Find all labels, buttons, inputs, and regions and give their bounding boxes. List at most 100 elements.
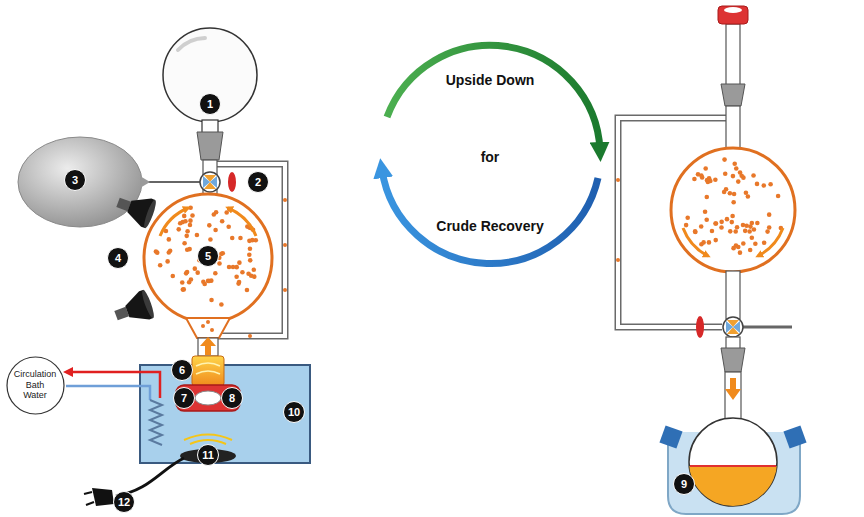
vapor-dot xyxy=(719,220,724,225)
vapor-dot xyxy=(184,271,189,276)
vapor-dots xyxy=(684,157,783,255)
valve-port xyxy=(210,176,217,188)
flow-arrow xyxy=(683,228,708,256)
vapor-dot xyxy=(187,247,192,252)
stir-wave xyxy=(184,435,232,441)
vapor-dot xyxy=(725,217,730,222)
balloon-nozzle xyxy=(140,176,150,188)
vapor-dot xyxy=(722,190,727,195)
vapor-dot xyxy=(693,229,698,234)
down-arrow xyxy=(725,378,741,400)
vapor-dot xyxy=(220,219,225,224)
lower-tube xyxy=(726,337,740,349)
vapor-dot xyxy=(747,229,752,234)
vapor-dot xyxy=(703,209,708,214)
process-label: for xyxy=(481,149,500,165)
vapor-dot xyxy=(746,194,751,199)
bypass-droplets xyxy=(616,178,620,262)
vapor-dot xyxy=(739,173,744,178)
cap-septum xyxy=(195,391,221,405)
vapor-dot xyxy=(731,174,736,179)
callout-number: 8 xyxy=(221,387,243,409)
vapor-dot xyxy=(710,229,715,234)
balloon xyxy=(18,137,142,227)
callout-number: 1 xyxy=(199,93,221,115)
cycle-arrow xyxy=(382,170,598,264)
callout-number: 11 xyxy=(197,444,219,466)
vapor-dot xyxy=(750,235,755,240)
vapor-dot xyxy=(231,265,236,270)
vapor-dot xyxy=(753,241,758,246)
vapor-dot xyxy=(734,166,739,171)
vapor-dot xyxy=(209,298,214,303)
vapor-dot xyxy=(685,216,690,221)
vapor-dot xyxy=(195,270,200,275)
vapor-dot xyxy=(696,172,701,177)
vapor-dot xyxy=(722,157,727,162)
vapor-dot xyxy=(165,259,170,264)
water-bath xyxy=(140,365,310,463)
vapor-dot xyxy=(188,218,193,223)
circle-outline xyxy=(7,357,64,414)
stopcock-handle xyxy=(696,316,704,338)
callout-number: 6 xyxy=(171,359,193,381)
vapor-dot xyxy=(183,219,188,224)
lower-tube xyxy=(726,271,740,319)
vapor-dot xyxy=(226,225,231,230)
vapor-dot xyxy=(776,194,781,199)
vapor-dot xyxy=(237,260,242,265)
vapor-dot xyxy=(704,218,709,223)
heat-waves xyxy=(196,363,220,374)
callout-number: 9 xyxy=(673,473,695,495)
vapor-dot xyxy=(213,271,218,276)
vapor-dot xyxy=(237,280,242,285)
chamber-funnel xyxy=(186,318,230,338)
vapor-dot xyxy=(170,274,175,279)
vapor-dot xyxy=(188,205,193,210)
vapor-dot xyxy=(214,210,219,215)
vapor-dot xyxy=(219,302,224,307)
vapor-dot xyxy=(732,192,737,197)
vapor-dot xyxy=(703,166,708,171)
vapor-dot xyxy=(193,266,198,271)
vapor-dot xyxy=(699,224,704,229)
vapor-dot xyxy=(761,183,766,188)
droplet xyxy=(201,324,205,328)
vapor-dot xyxy=(230,236,235,241)
lamp-face xyxy=(142,199,158,229)
power-plug xyxy=(92,488,114,506)
vapor-dot xyxy=(693,230,698,235)
vapor-dot xyxy=(195,233,200,238)
valve-port xyxy=(726,321,733,333)
vapor-dot xyxy=(713,177,718,182)
vapor-dot xyxy=(730,214,735,219)
cap-septum xyxy=(724,7,742,13)
node-text: Circulation Bath Water xyxy=(14,369,57,400)
valve-port xyxy=(733,321,740,333)
callout-number: 12 xyxy=(113,491,135,513)
vapor-dot xyxy=(731,200,736,205)
vapor-dot xyxy=(731,246,736,251)
vapor-dot xyxy=(213,228,218,233)
droplet xyxy=(283,198,287,202)
vapor-dot xyxy=(768,182,773,187)
vapor-dots xyxy=(154,205,258,306)
upper-tube xyxy=(726,106,740,150)
vapor-dot xyxy=(736,245,741,250)
vapor-dot xyxy=(240,270,245,275)
ground-joint xyxy=(721,84,745,106)
vapor-dot xyxy=(247,252,252,257)
callout-number: 2 xyxy=(247,171,269,193)
vapor-dot xyxy=(158,263,163,268)
vapor-dot xyxy=(719,225,724,230)
vapor-dot xyxy=(755,182,760,187)
side-arm xyxy=(742,326,792,329)
vapor-dot xyxy=(755,221,760,226)
vapor-dot xyxy=(701,240,706,245)
ice-block xyxy=(783,425,806,448)
vapor-dot xyxy=(208,237,213,242)
receiving-flask xyxy=(163,28,257,122)
vapor-dot xyxy=(738,250,743,255)
vapor-dot xyxy=(246,271,251,276)
vapor-dot xyxy=(176,227,181,232)
